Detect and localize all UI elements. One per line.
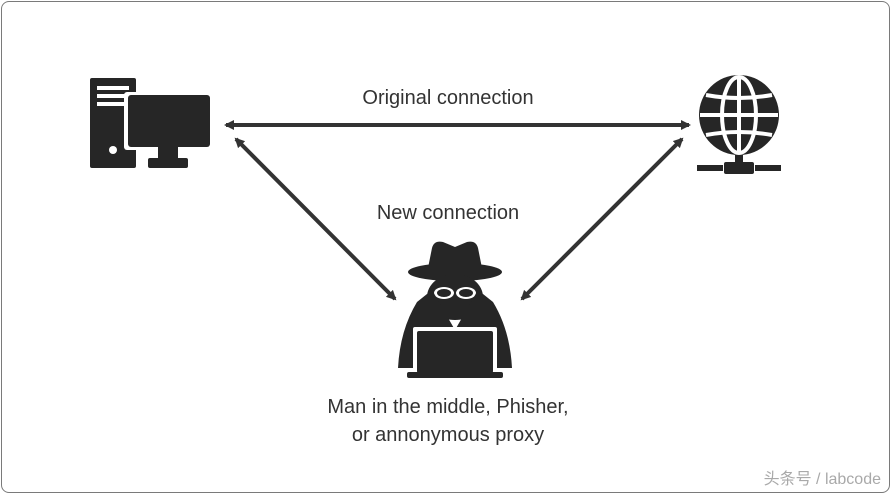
server-to-attacker-arrow bbox=[520, 137, 684, 301]
attacker-label-line-2: or annonymous proxy bbox=[351, 424, 545, 446]
watermark: 头条号 / labcode bbox=[763, 471, 881, 488]
attacker-label: Man in the middle, Phisher, or annonymou… bbox=[280, 393, 616, 449]
hacker-spy-icon bbox=[398, 241, 512, 378]
attacker-label-line-1: Man in the middle, Phisher, bbox=[327, 396, 569, 418]
new-connection-label: New connection bbox=[376, 202, 520, 224]
original-connection-label: Original connection bbox=[362, 87, 534, 109]
globe-network-icon bbox=[697, 75, 781, 174]
client-to-attacker-arrow bbox=[234, 137, 397, 301]
desktop-computer-icon bbox=[90, 78, 212, 168]
